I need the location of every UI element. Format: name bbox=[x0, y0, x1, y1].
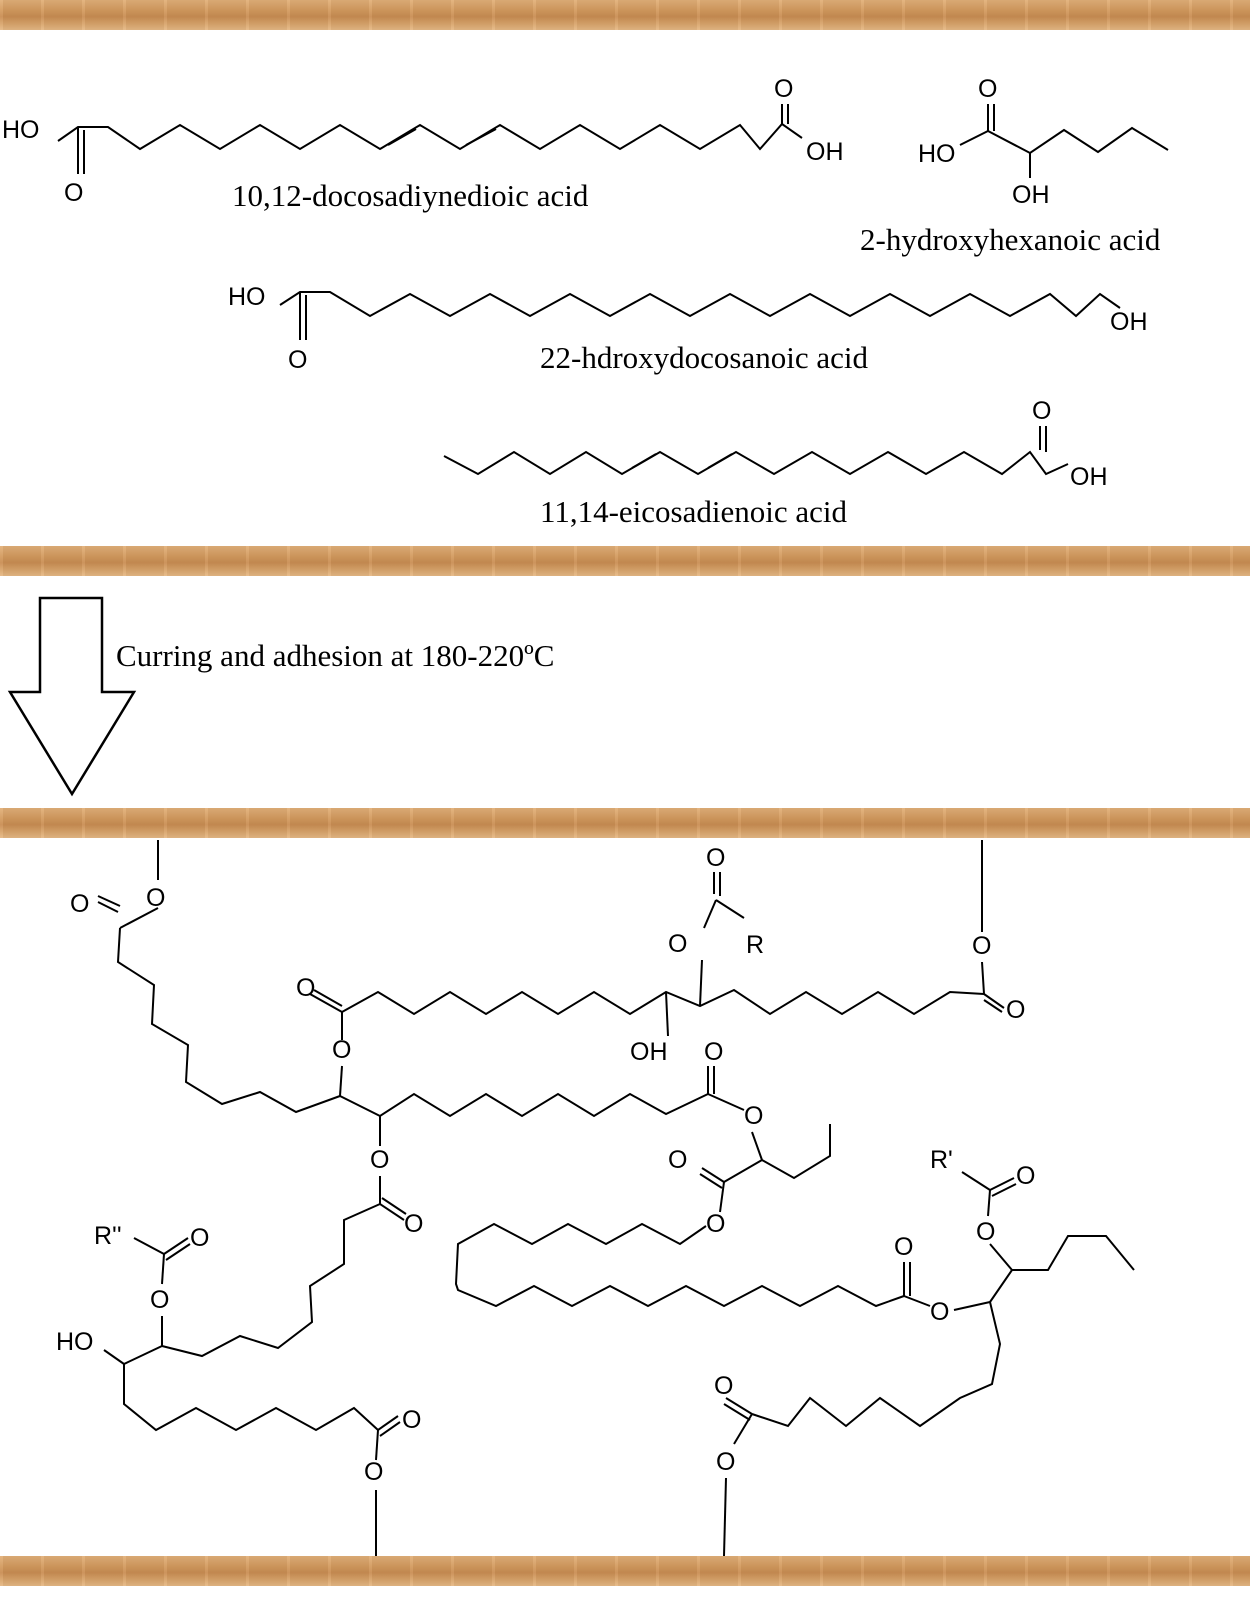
atom-o: O bbox=[404, 1210, 423, 1238]
molecule-hydroxydocosanoic: HO O OH bbox=[228, 283, 1148, 374]
atom-o: O bbox=[668, 1146, 687, 1174]
atom-o: O bbox=[364, 1458, 383, 1486]
label-eicosadienoic: 11,14-eicosadienoic acid bbox=[540, 494, 848, 529]
atom-o: O bbox=[714, 1372, 733, 1400]
atom-r2: R'' bbox=[94, 1222, 122, 1250]
label-docosadiynedioic: 10,12-docosadiynedioic acid bbox=[232, 178, 589, 213]
atom-o: O bbox=[930, 1298, 949, 1326]
atom-ho: HO bbox=[56, 1328, 94, 1356]
wood-board-3 bbox=[0, 808, 1250, 838]
atom-o: O bbox=[1016, 1162, 1035, 1190]
atom-ho: HO bbox=[228, 283, 266, 311]
atom-o: O bbox=[402, 1406, 421, 1434]
atom-oh: OH bbox=[1012, 181, 1050, 209]
atom-o: O bbox=[704, 1038, 723, 1066]
atom-ho: HO bbox=[2, 116, 40, 144]
atom-o: O bbox=[976, 1218, 995, 1246]
atom-o: O bbox=[70, 890, 89, 918]
atom-o: O bbox=[146, 884, 165, 912]
atom-o: O bbox=[706, 1210, 725, 1238]
atom-oh: OH bbox=[1070, 463, 1108, 491]
atom-o: O bbox=[288, 346, 307, 374]
process-arrow bbox=[7, 596, 137, 797]
atom-oh: OH bbox=[630, 1038, 668, 1066]
molecule-hydroxyhexanoic: O HO OH bbox=[918, 75, 1169, 209]
atom-o: O bbox=[744, 1102, 763, 1130]
process-label: Curring and adhesion at 180-220ºC bbox=[116, 638, 555, 673]
cured-network: O O O O OH O O R O O bbox=[56, 840, 1135, 1557]
atom-r1: R' bbox=[930, 1146, 953, 1174]
wood-board-4 bbox=[0, 1556, 1250, 1586]
atom-o: O bbox=[1032, 397, 1051, 425]
atom-o: O bbox=[716, 1448, 735, 1476]
atom-o: O bbox=[894, 1233, 913, 1261]
label-hydroxyhexanoic: 2-hydroxyhexanoic acid bbox=[860, 222, 1161, 257]
atom-o: O bbox=[774, 75, 793, 103]
atom-o: O bbox=[972, 932, 991, 960]
molecule-eicosadienoic: O OH bbox=[443, 397, 1108, 491]
atom-o: O bbox=[64, 179, 83, 207]
atom-o: O bbox=[296, 974, 315, 1002]
atom-o: O bbox=[332, 1036, 351, 1064]
wood-board-2 bbox=[0, 546, 1250, 576]
atom-o: O bbox=[668, 930, 687, 958]
atom-oh: OH bbox=[1110, 308, 1148, 336]
atom-r: R bbox=[746, 931, 764, 959]
atom-o: O bbox=[706, 844, 725, 872]
atom-o: O bbox=[150, 1286, 169, 1314]
atom-o: O bbox=[978, 75, 997, 103]
atom-o: O bbox=[1006, 996, 1025, 1024]
atom-oh: OH bbox=[806, 138, 844, 166]
wood-board-1 bbox=[0, 0, 1250, 30]
label-hydroxydocosanoic: 22-hdroxydocosanoic acid bbox=[540, 340, 868, 375]
molecule-docosadiynedioic: HO O O OH bbox=[2, 75, 844, 207]
atom-ho: HO bbox=[918, 140, 956, 168]
atom-o: O bbox=[190, 1224, 209, 1252]
atom-o: O bbox=[370, 1146, 389, 1174]
